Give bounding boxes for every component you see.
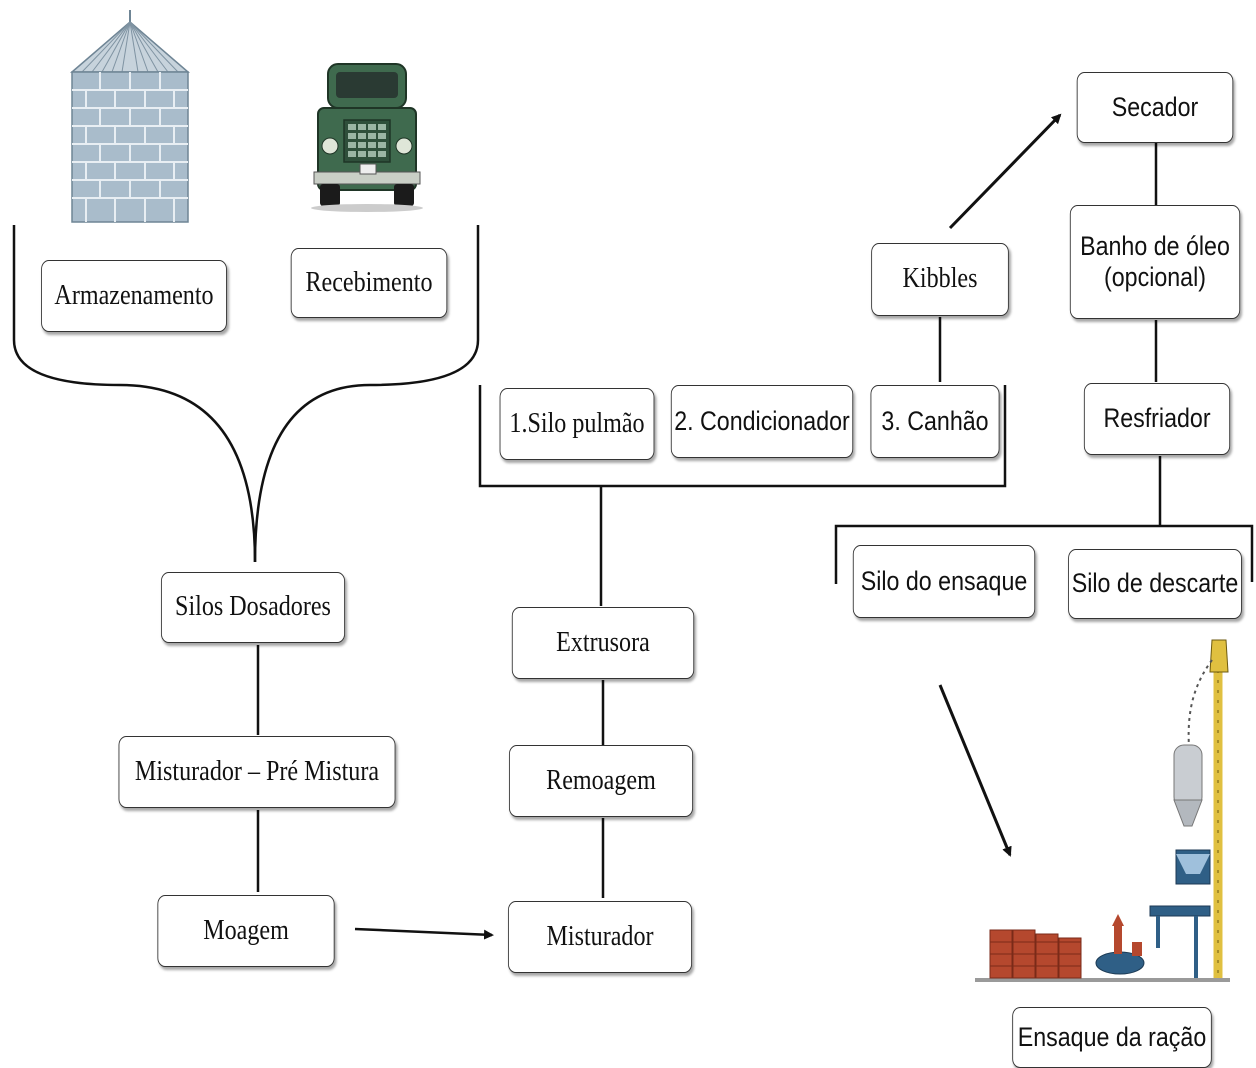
silos-bracket	[834, 524, 1254, 584]
node-silos-dosadores: Silos Dosadores	[160, 572, 346, 643]
node-condicionador: 2. Condicionador	[670, 385, 854, 458]
storage-silo-icon	[69, 10, 191, 223]
arrow-silos-ensaque	[938, 684, 1012, 857]
bracket-left	[12, 225, 257, 563]
node-silo-de-descarte: Silo de descarte	[1068, 549, 1242, 619]
bracket-right	[253, 225, 480, 563]
node-armazenamento: Armazenamento	[41, 260, 227, 332]
bagging-machine-icon	[975, 639, 1230, 982]
node-silo-do-ensaque: Silo do ensaque	[852, 545, 1036, 618]
arrow-kibbles-secador	[948, 113, 1062, 230]
node-ensaque-da-racao: Ensaque da ração	[1012, 1007, 1212, 1068]
node-canhao: 3. Canhão	[870, 385, 1000, 458]
node-recebimento: Recebimento	[290, 248, 448, 318]
truck-icon	[311, 63, 423, 212]
node-silo-pulmao: 1.Silo pulmão	[499, 388, 655, 460]
node-remoagem: Remoagem	[508, 745, 694, 817]
arrow-moagem-misturador	[354, 927, 494, 940]
node-kibbles: Kibbles	[871, 243, 1009, 316]
process-bracket	[478, 385, 1007, 488]
node-banho-de-oleo: Banho de óleo (opcional)	[1069, 205, 1241, 319]
node-moagem: Moagem	[157, 895, 335, 967]
node-extrusora: Extrusora	[511, 607, 695, 679]
node-resfriador: Resfriador	[1083, 383, 1231, 455]
node-misturador: Misturador	[507, 901, 693, 973]
connectors	[12, 142, 1254, 898]
node-secador: Secador	[1076, 72, 1234, 143]
node-misturador-pre-mistura: Misturador – Pré Mistura	[118, 736, 396, 808]
